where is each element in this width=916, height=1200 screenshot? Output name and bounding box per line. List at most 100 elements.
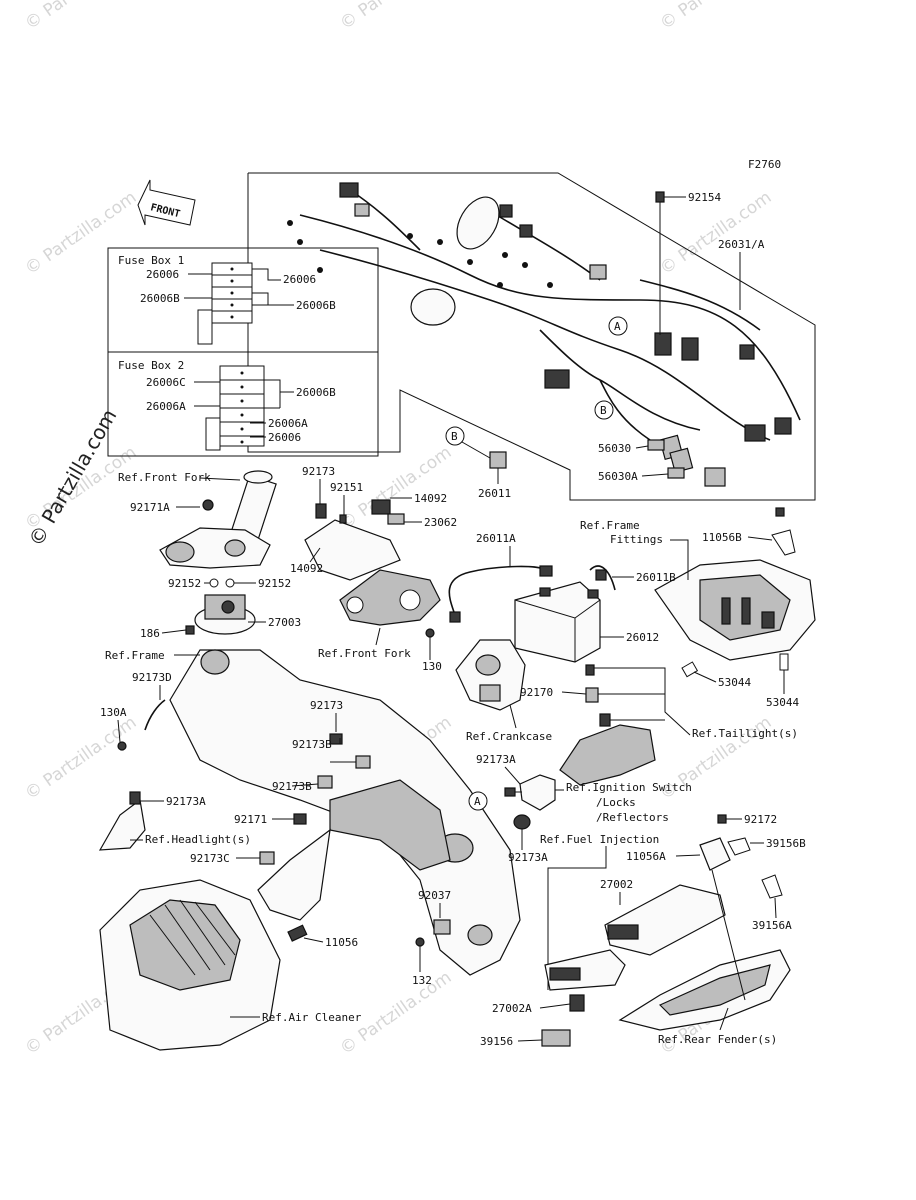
main-harness-drawing	[287, 182, 801, 487]
part-92170-icon	[585, 687, 599, 703]
callout-B-label: B	[451, 430, 458, 443]
part-14092-top-label: 14092	[414, 492, 447, 505]
part-27002A-label: 27002A	[492, 1002, 532, 1015]
part-186-label: 186	[140, 627, 160, 640]
part-92173A-bottom-label: 92173A	[508, 851, 548, 864]
callout-B-icon	[594, 400, 614, 420]
part-92154-icon	[655, 191, 665, 203]
frame-drawing	[169, 649, 521, 976]
part-56030A-label: 56030A	[598, 470, 638, 483]
part-92152-b-label: 92152	[258, 577, 291, 590]
part-14092-left-label: 14092	[290, 562, 323, 575]
crankcase-drawing	[455, 639, 526, 711]
cable-terminal-icon	[539, 565, 553, 577]
ecu-27002-drawing	[604, 884, 726, 956]
ref-headlight-label: Ref.Headlight(s)	[145, 833, 251, 846]
relay-26011-icon	[489, 451, 507, 469]
part-92172-label: 92172	[744, 813, 777, 826]
part-92154-label: 92154	[688, 191, 721, 204]
ref-frame-fittings-line1: Ref.Frame	[580, 519, 640, 532]
part-11056-label: 11056	[325, 936, 358, 949]
fuse-box-1-right-label-1: 26006	[283, 273, 316, 286]
figure-code: F2760	[748, 158, 781, 171]
ref-frame-label: Ref.Frame	[105, 649, 165, 662]
part-56030-label: 56030	[598, 442, 631, 455]
part-39156B-label: 39156B	[766, 837, 806, 850]
bolt-92172-icon	[717, 814, 727, 824]
ref-ignition-line1: Ref.Ignition Switch	[566, 781, 692, 794]
clamp-92173A-icon	[129, 791, 141, 805]
part-53044-a-label: 53044	[718, 676, 751, 689]
part-92173-mid-label: 92173	[310, 699, 343, 712]
callout-A-icon	[608, 316, 628, 336]
cover-39156B-icon	[727, 837, 751, 856]
harness-11056-icon	[287, 924, 308, 942]
fuse-box-2-right-label-3: 26006	[268, 431, 301, 444]
cover-39156-icon	[541, 1029, 571, 1047]
cable-26011A-drawing	[448, 565, 546, 616]
part-132-label: 132	[412, 974, 432, 987]
fuse-box-2-left-label-1: 26006C	[146, 376, 186, 389]
air-cleaner-drawing	[99, 879, 281, 1051]
band-92173D-drawing	[144, 699, 166, 731]
bracket-ignition-drawing	[519, 774, 556, 811]
harness-outline	[247, 172, 816, 501]
callout-B-icon	[445, 426, 465, 446]
front-arrow-icon: FRONT	[137, 179, 196, 226]
rear-fender-drawing	[618, 949, 791, 1031]
part-92173A-left-label: 92173A	[166, 795, 206, 808]
ref-front-fork-top-label: Ref.Front Fork	[118, 471, 211, 484]
ref-air-cleaner-label: Ref.Air Cleaner	[262, 1011, 362, 1024]
part-27002-label: 27002	[600, 878, 633, 891]
part-92170-label: 92170	[520, 686, 553, 699]
part-92152-a-label: 92152	[168, 577, 201, 590]
clamp-92173B-icon	[317, 775, 333, 789]
part-92173B-b-label: 92173B	[272, 780, 312, 793]
part-11056A-label: 11056A	[626, 850, 666, 863]
clamp-92173C-icon	[259, 851, 275, 865]
callout-A-icon	[468, 791, 488, 811]
part-39156-label: 39156	[480, 1035, 513, 1048]
part-39156A-label: 39156A	[752, 919, 792, 932]
fuse-box-1: Fuse Box 1 26006 26006B 26006 26006B	[107, 247, 379, 353]
bolt-130A-icon	[117, 741, 127, 751]
part-26012-label: 26012	[626, 631, 659, 644]
part-26031A-label: 26031/A	[718, 238, 765, 251]
part-27003-label: 27003	[268, 616, 301, 629]
part-11056B-label: 11056B	[702, 531, 742, 544]
part-23062-label: 23062	[424, 516, 457, 529]
part-130-label: 130	[422, 660, 442, 673]
ref-frame-fittings-line2: Fittings	[610, 533, 663, 546]
top-bracket-drawing	[304, 499, 441, 626]
taillight-drawing	[559, 724, 656, 786]
fuse-box-2-title: Fuse Box 2	[118, 359, 184, 372]
ref-front-fork-mid-label: Ref.Front Fork	[318, 647, 411, 660]
part-92173-top-label: 92173	[302, 465, 335, 478]
headlight-drawing	[98, 798, 146, 851]
fuse-box-1-title: Fuse Box 1	[118, 254, 184, 267]
bolt-130-icon	[425, 628, 435, 638]
battery-case-drawing	[654, 507, 816, 678]
part-92173A-top-label: 92173A	[476, 753, 516, 766]
bolt-92171A-icon	[202, 499, 214, 511]
part-92171A-label: 92171A	[130, 501, 170, 514]
bolt-132-icon	[415, 937, 425, 947]
ignition-switch-drawing	[194, 594, 256, 635]
watermark: © Partzilla.com	[21, 712, 140, 804]
part-130A-label: 130A	[100, 706, 127, 719]
part-92173C-label: 92173C	[190, 852, 230, 865]
watermark: © Partzilla.com	[21, 0, 140, 34]
clamp-92173B-icon	[355, 755, 371, 769]
watermark: © Partzilla.com	[336, 0, 455, 34]
part-92173B-a-label: 92173B	[292, 738, 332, 751]
clamp-92171-icon	[293, 813, 307, 825]
ref-taillight-label: Ref.Taillight(s)	[692, 727, 798, 740]
cable-terminal-icon	[449, 611, 461, 623]
ref-ignition-line3: /Reflectors	[596, 811, 669, 824]
callout-B-label: B	[600, 404, 607, 417]
bracket-92037-icon	[433, 919, 451, 935]
battery-drawing	[514, 581, 601, 663]
ecu-27002A-drawing	[544, 949, 626, 991]
part-26011-label: 26011	[478, 487, 511, 500]
